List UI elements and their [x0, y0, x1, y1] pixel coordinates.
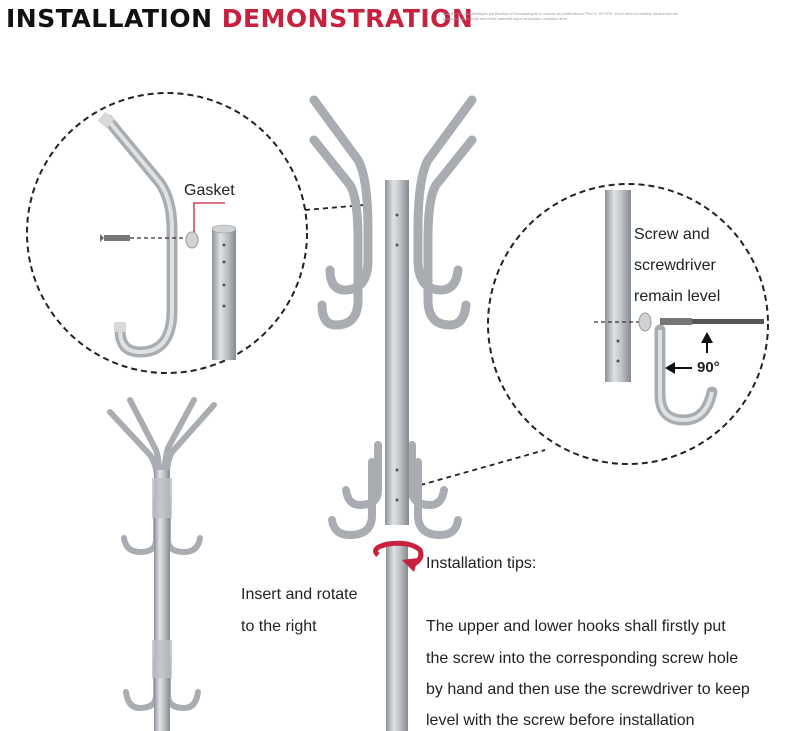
coat-stand-assembled — [107, 397, 217, 731]
gasket-detail-circle — [26, 92, 308, 374]
angle-label: 90° — [697, 359, 720, 376]
coat-stand-main — [309, 95, 477, 731]
tip-line-3: by hand and then use the screwdriver to … — [426, 681, 750, 698]
title-part-2: DEMONSTRATION — [221, 4, 474, 33]
screwdriver-detail-circle — [487, 183, 769, 465]
tip-line-4: level with the screw before installation — [426, 712, 695, 729]
title-part-1: INSTALLATION — [6, 4, 213, 33]
level-note-line-2: screwdriver — [634, 257, 716, 274]
page-title: INSTALLATION DEMONSTRATION — [6, 4, 473, 33]
level-note-line-1: Screw and — [634, 226, 710, 243]
rotate-instruction-line-1: Insert and rotate — [241, 586, 358, 603]
tips-heading: Installation tips: — [426, 555, 537, 572]
level-note-line-3: remain level — [634, 288, 721, 305]
tip-line-1: The upper and lower hooks shall firstly … — [426, 618, 726, 635]
rotate-instruction-line-2: to the right — [241, 618, 317, 635]
gasket-label: Gasket — [184, 182, 235, 199]
tip-line-2: the screw into the corresponding screw h… — [426, 650, 739, 667]
fine-print: Buy 99.9% formaldehyde purification of f… — [443, 11, 678, 21]
